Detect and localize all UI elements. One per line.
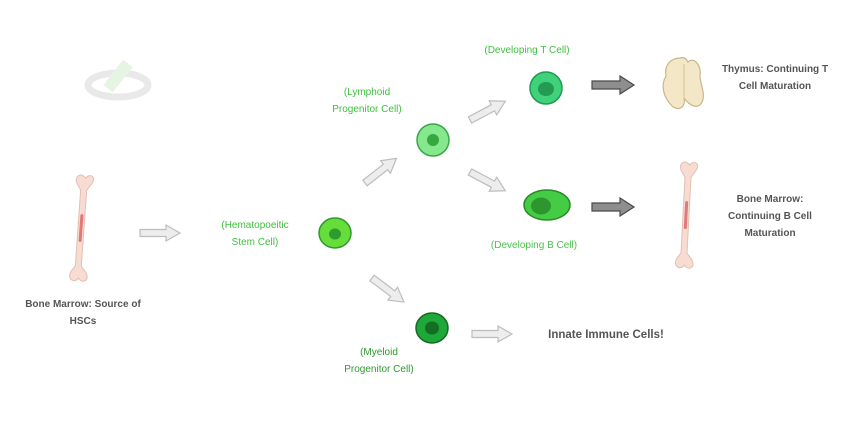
- developing-b-label: (Developing B Cell): [490, 240, 578, 251]
- bone-icon: [68, 174, 95, 282]
- arrow-icon: [366, 271, 410, 310]
- developing-t-label: (Developing T Cell): [484, 45, 570, 56]
- arrow-icon: [465, 164, 510, 199]
- bone-icon: [674, 161, 699, 269]
- hsc-label: (Hematopoeitic Stem Cell): [221, 220, 289, 248]
- thymus-label: Thymus: Continuing T Cell Maturation: [721, 64, 829, 92]
- arrow-icon: [591, 75, 635, 95]
- arrow-icon: [359, 151, 403, 190]
- b-cell: [523, 189, 571, 221]
- thymus-icon: [662, 57, 704, 110]
- bone-marrow-b-label: Bone Marrow: Continuing B Cell Maturatio…: [728, 194, 812, 239]
- arrow-icon: [471, 325, 513, 343]
- lymphoid-label: (Lymphoid Progenitor Cell): [332, 87, 402, 115]
- arrow-icon: [591, 197, 635, 217]
- myeloid-label: (Myeloid Progenitor Cell): [344, 347, 414, 375]
- logo-icon: [84, 59, 152, 101]
- innate-cells-label: Innate Immune Cells!: [548, 329, 664, 341]
- hsc-cell: [318, 217, 352, 249]
- arrow-icon: [465, 93, 510, 128]
- arrow-icon: [139, 224, 181, 242]
- bone-marrow-source-label: Bone Marrow: Source of HSCs: [25, 299, 141, 327]
- myeloid-cell: [415, 312, 449, 344]
- lymphoid-cell: [416, 123, 450, 157]
- t-cell: [529, 71, 563, 105]
